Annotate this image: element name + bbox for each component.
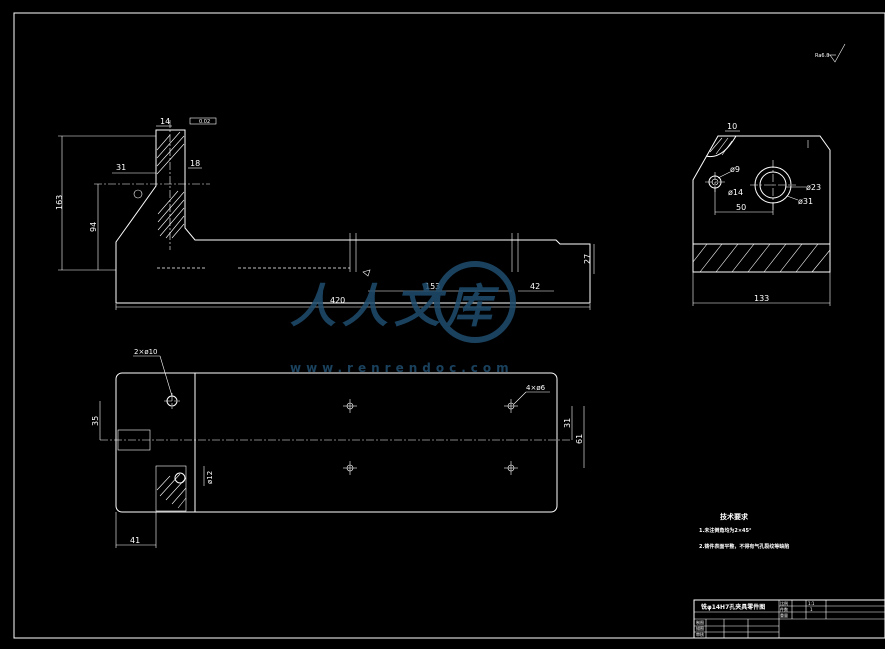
- watermark-url: www.renrendoc.com: [290, 361, 514, 375]
- dim-41: 41: [130, 536, 140, 545]
- dim-420: 420: [330, 296, 345, 305]
- title-block: 铣φ14H7孔夹具零件图 比例 1:1 件数 1 重量 制图 描图 审核: [693, 599, 885, 639]
- dim-phi14: ø14: [728, 188, 743, 197]
- top-view: 2×ø10 4×ø6 35 31 61 ø12 41: [91, 348, 585, 548]
- dim-153: 153: [425, 282, 440, 291]
- side-hatch: [692, 243, 831, 273]
- reviewer-label: 审核: [696, 631, 704, 637]
- designer-label: 制图: [696, 619, 704, 625]
- front-view: 14 0.02 31 163 94 18 420 153 42 27: [55, 117, 595, 310]
- dim-35: 35: [91, 416, 100, 426]
- dim-2x-phi10: 2×ø10: [134, 348, 158, 356]
- scale-value: 1:1: [808, 601, 815, 606]
- weight-label: 重量: [780, 612, 788, 618]
- side-view: 10 ø9 ø14 ø23 ø31 50 133: [692, 122, 831, 306]
- drawing-border: [13, 12, 885, 639]
- watermark-logo-ring: [434, 261, 516, 343]
- roughness-value: Ra6.3: [815, 53, 829, 59]
- part-name: 铣φ14H7孔夹具零件图: [701, 603, 765, 611]
- tech-req-title: 技术要求: [720, 512, 749, 521]
- dim-61: 61: [575, 434, 584, 444]
- watermark-brand: 人人文库: [290, 279, 500, 333]
- dim-phi31: ø31: [798, 197, 813, 206]
- dim-31: 31: [116, 163, 126, 172]
- dim-94: 94: [89, 222, 98, 232]
- watermark: 人人文库 www.renrendoc.com: [290, 261, 516, 375]
- dim-phi23: ø23: [806, 183, 821, 192]
- dim-phi9: ø9: [730, 165, 740, 174]
- scale-label: 比例: [780, 600, 788, 606]
- dim-18: 18: [190, 159, 200, 168]
- dim-14: 14: [160, 117, 170, 126]
- dim-4x-phi6: 4×ø6: [526, 384, 546, 392]
- dim-133: 133: [754, 294, 769, 303]
- tech-req-item-1: 1.未注倒角均为2×45°: [699, 527, 752, 534]
- section-hatch: [156, 131, 185, 239]
- dim-27: 27: [583, 254, 592, 264]
- tech-req-item-2: 2.铸件表面平整，不得有气孔裂纹等缺陷: [699, 543, 789, 550]
- checker-label: 描图: [696, 625, 704, 631]
- dim-42: 42: [530, 282, 540, 291]
- dim-31-top: 31: [563, 418, 572, 428]
- qty-label: 件数: [780, 606, 788, 612]
- dim-10: 10: [727, 122, 737, 131]
- qty-value: 1: [810, 607, 813, 612]
- dim-50: 50: [736, 203, 746, 212]
- tolerance-value: 0.02: [199, 119, 210, 125]
- dim-163: 163: [55, 195, 64, 210]
- technical-requirements: 技术要求 1.未注倒角均为2×45° 2.铸件表面平整，不得有气孔裂纹等缺陷: [699, 512, 789, 550]
- dim-phi12: ø12: [206, 471, 214, 484]
- surface-roughness-symbol: Ra6.3: [815, 43, 846, 63]
